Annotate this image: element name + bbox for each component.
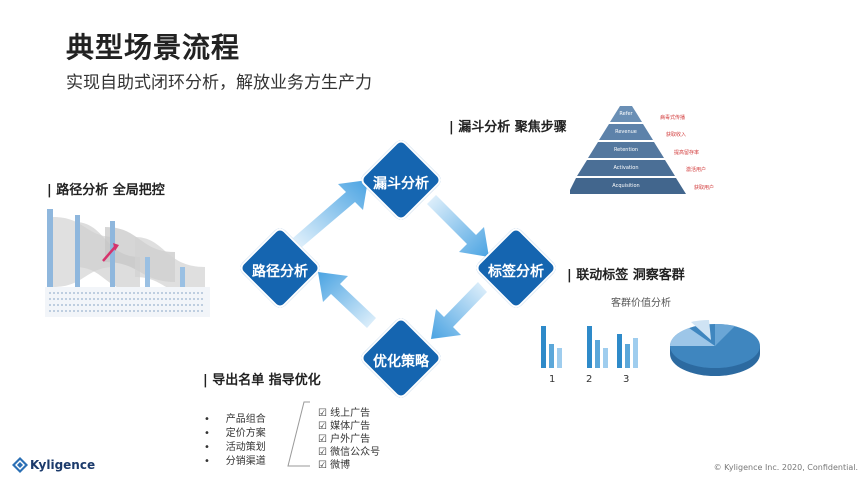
arrow-strategy-to-path	[318, 272, 376, 328]
bar	[587, 326, 592, 368]
channel-item: ☑ 媒体广告	[318, 421, 371, 432]
bracket-connector	[287, 401, 310, 467]
kyligence-logo-icon	[12, 457, 28, 473]
section-funnel-heading: | 漏斗分析 聚焦步骤	[449, 120, 567, 135]
pyramid-level-name: Revenue	[615, 129, 637, 135]
pyramid-level-desc: 获取用户	[694, 185, 715, 191]
pyramid-level-desc: 提高留存率	[674, 150, 700, 156]
bar	[633, 338, 638, 368]
pyramid-shape	[568, 106, 686, 194]
bar	[557, 348, 562, 368]
segment-pie-chart	[669, 320, 760, 376]
pyramid-level-name: Retention	[613, 147, 639, 153]
bar	[595, 340, 600, 368]
pyramid-level-desc: 病毒式传播	[660, 115, 686, 121]
pyramid-level-name: Activation	[613, 165, 639, 171]
arrow-funnel-to-tag	[427, 195, 489, 257]
arrow-tag-to-strategy	[431, 282, 487, 339]
arrow-path-to-funnel	[293, 180, 368, 247]
path-analysis-thumbnail	[45, 207, 210, 317]
aarrr-pyramid: Refer Revenue Retention Activation Acqui…	[568, 104, 730, 196]
cycle-node-funnel-label: 漏斗分析	[373, 176, 429, 192]
section-tag-heading: | 联动标签 洞察客群	[567, 268, 685, 283]
section-path-heading: | 路径分析 全局把控	[47, 183, 165, 198]
pyramid-level-name: Acquisition	[612, 183, 640, 189]
channel-item: ☑ 微信公众号	[318, 447, 381, 458]
bar-category-label: 3	[623, 374, 630, 385]
slide-title: 典型场景流程	[66, 31, 241, 64]
channel-item: ☑ 微博	[318, 460, 351, 471]
bar	[617, 334, 622, 368]
cycle-node-tag-label: 标签分析	[488, 264, 544, 280]
copyright-footer: © Kyligence Inc. 2020, Confidential.	[713, 463, 858, 472]
bar	[603, 348, 608, 368]
channel-item: ☑ 线上广告	[318, 408, 371, 419]
bar-category-label: 1	[549, 374, 556, 385]
bar	[625, 344, 630, 368]
kyligence-logo-text: Kyligence	[30, 458, 96, 472]
cycle-node-path-label: 路径分析	[252, 264, 308, 280]
pyramid-level-name: Refer	[619, 111, 633, 117]
export-bullet-item: • 分销渠道	[204, 456, 266, 467]
pyramid-level-desc: 获取收入	[666, 132, 687, 138]
section-export-heading: | 导出名单 指导优化	[203, 373, 321, 388]
bar-category-label: 2	[586, 374, 593, 385]
export-bullet-item: • 定价方案	[204, 428, 266, 439]
export-bullet-item: • 活动策划	[204, 442, 266, 453]
pyramid-level-desc: 激活用户	[686, 167, 707, 173]
segment-bar-chart	[541, 326, 638, 368]
segment-title: 客群价值分析	[611, 298, 671, 309]
slide-subtitle: 实现自助式闭环分析，解放业务方生产力	[66, 73, 372, 93]
bar	[541, 326, 546, 368]
bar	[549, 344, 554, 368]
channel-item: ☑ 户外广告	[318, 434, 371, 445]
export-bullet-item: • 产品组合	[204, 414, 266, 425]
cycle-node-strategy-label: 优化策略	[373, 354, 429, 370]
